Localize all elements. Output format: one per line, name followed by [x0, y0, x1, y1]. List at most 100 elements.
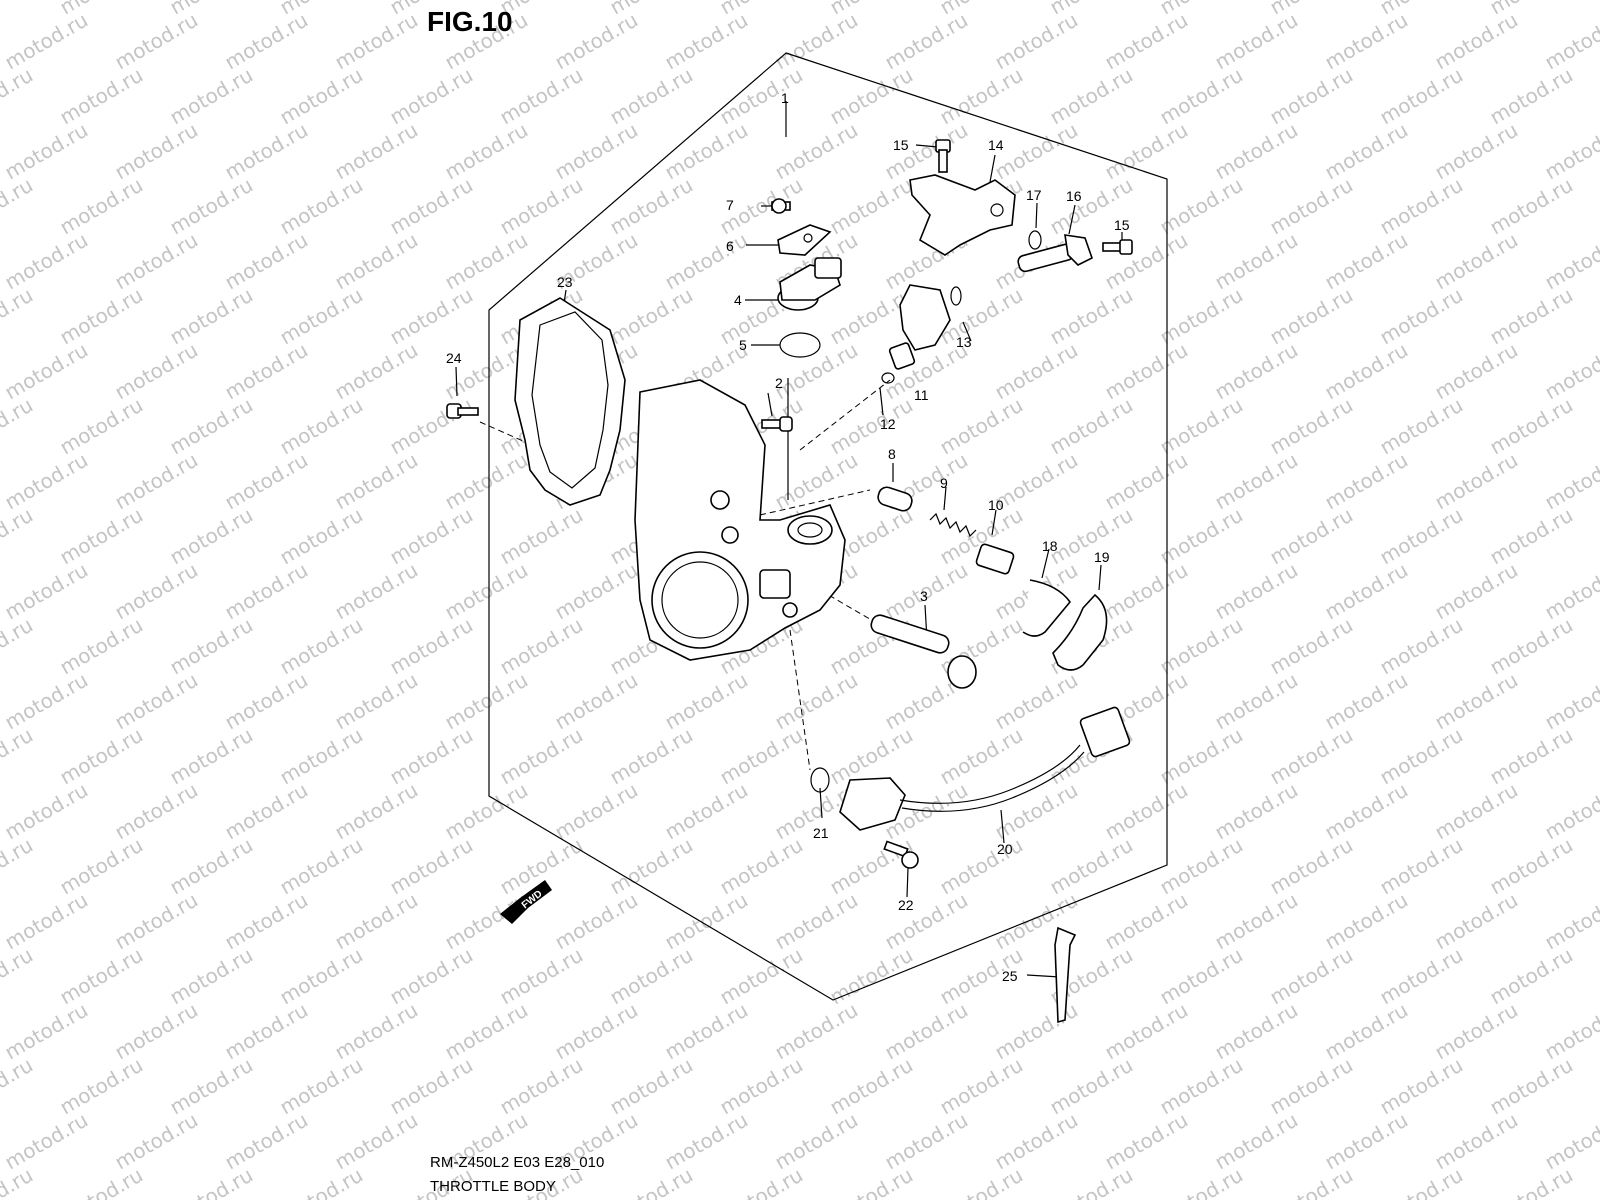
- watermark-text: motod.ru: [1321, 228, 1412, 295]
- watermark-text: motod.ru: [1266, 833, 1357, 900]
- watermark-text: motod.ru: [1266, 613, 1357, 680]
- watermark-text: motod.ru: [496, 63, 587, 130]
- watermark-text: motod.ru: [1376, 723, 1467, 790]
- watermark-text: motod.ru: [166, 723, 257, 790]
- watermark-text: motod.ru: [166, 833, 257, 900]
- watermark-text: motod.ru: [551, 778, 642, 845]
- watermark-text: motod.ru: [826, 393, 917, 460]
- watermark-text: motod.ru: [1211, 888, 1302, 955]
- watermark-text: motod.ru: [1541, 668, 1600, 735]
- callout-5: 5: [739, 337, 747, 353]
- part-11-injector: [888, 284, 951, 370]
- watermark-text: motod.ru: [1156, 1053, 1247, 1120]
- watermark-text: motod.ru: [1101, 1108, 1192, 1175]
- part-17-o-ring: [1028, 230, 1042, 250]
- watermark-text: motod.ru: [276, 63, 367, 130]
- watermark-text: motod.ru: [1266, 63, 1357, 130]
- watermark-text: motod.ru: [1266, 503, 1357, 570]
- watermark-text: motod.ru: [1596, 0, 1600, 19]
- part-4-sensor: [777, 257, 842, 311]
- part-2-screw: [761, 416, 793, 432]
- part-5-o-ring: [779, 332, 821, 358]
- watermark-text: motod.ru: [1541, 8, 1600, 75]
- watermark-text: motod.ru: [826, 63, 917, 130]
- watermark-text: motod.ru: [111, 888, 202, 955]
- watermark-text: motod.ru: [1156, 833, 1247, 900]
- watermark-text: motod.ru: [771, 8, 862, 75]
- watermark-text: motod.ru: [771, 118, 862, 185]
- assembly-boundary: [488, 52, 1168, 1001]
- watermark-text: motod.ru: [1211, 558, 1302, 625]
- watermark-text: motod.ru: [1376, 1053, 1467, 1120]
- watermark-text: motod.ru: [111, 558, 202, 625]
- watermark-text: motod.ru: [1156, 173, 1247, 240]
- watermark-text: motod.ru: [991, 668, 1082, 735]
- callout-21: 21: [813, 825, 829, 841]
- part-7-screw: [771, 198, 791, 214]
- model-code: RM-Z450L2 E03 E28_010: [430, 1154, 604, 1171]
- watermark-text: motod.ru: [331, 8, 422, 75]
- watermark-text: motod.ru: [386, 283, 477, 350]
- watermark-text: motod.ru: [1541, 1108, 1600, 1175]
- watermark-text: motod.ru: [1321, 888, 1412, 955]
- watermark-text: motod.ru: [1, 8, 92, 75]
- watermark-text: motod.ru: [1321, 8, 1412, 75]
- callout-22: 22: [898, 897, 914, 913]
- part-19-elbow-hose: [1052, 593, 1108, 671]
- watermark-text: motod.ru: [221, 228, 312, 295]
- watermark-text: motod.ru: [1596, 503, 1600, 570]
- watermark-text: motod.ru: [1211, 8, 1302, 75]
- watermark-text: motod.ru: [1101, 558, 1192, 625]
- watermark-text: motod.ru: [991, 118, 1082, 185]
- watermark-text: motod.ru: [1211, 338, 1302, 405]
- watermark-text: motod.ru: [496, 503, 587, 570]
- watermark-text: motod.ru: [881, 998, 972, 1065]
- watermark-text: motod.ru: [881, 8, 972, 75]
- watermark-text: motod.ru: [1, 118, 92, 185]
- watermark-text: motod.ru: [1, 558, 92, 625]
- callout-20: 20: [997, 841, 1013, 857]
- watermark-text: motod.ru: [276, 943, 367, 1010]
- watermark-text: motod.ru: [441, 888, 532, 955]
- watermark-text: motod.ru: [826, 833, 917, 900]
- watermark-text: motod.ru: [0, 63, 37, 130]
- watermark-text: motod.ru: [991, 1108, 1082, 1175]
- watermark-text: motod.ru: [1431, 228, 1522, 295]
- callout-15-upper: 15: [893, 137, 909, 153]
- watermark-text: motod.ru: [56, 723, 147, 790]
- watermark-text: motod.ru: [1431, 338, 1522, 405]
- watermark-text: motod.ru: [166, 1053, 257, 1120]
- part-8-plunger: [877, 486, 913, 512]
- watermark-text: motod.ru: [1101, 448, 1192, 515]
- watermark-text: motod.ru: [936, 1163, 1027, 1200]
- watermark-text: motod.ru: [386, 173, 477, 240]
- watermark-text: motod.ru: [936, 1053, 1027, 1120]
- watermark-text: motod.ru: [1, 778, 92, 845]
- watermark-text: motod.ru: [1156, 283, 1247, 350]
- callout-12: 12: [880, 416, 896, 432]
- watermark-text: motod.ru: [1321, 558, 1412, 625]
- callout-16: 16: [1066, 188, 1082, 204]
- watermark-text: motod.ru: [386, 833, 477, 900]
- watermark-text: motod.ru: [0, 0, 37, 19]
- watermark-text: motod.ru: [606, 833, 697, 900]
- watermark-text: motod.ru: [441, 998, 532, 1065]
- watermark-text: motod.ru: [56, 63, 147, 130]
- watermark-text: motod.ru: [1376, 1163, 1467, 1200]
- callout-11: 11: [914, 387, 929, 403]
- watermark-text: motod.ru: [331, 888, 422, 955]
- watermark-text: motod.ru: [0, 1053, 37, 1120]
- watermark-text: motod.ru: [771, 338, 862, 405]
- watermark-text: motod.ru: [331, 338, 422, 405]
- watermark-text: motod.ru: [1, 448, 92, 515]
- watermark-text: motod.ru: [1541, 118, 1600, 185]
- watermark-text: motod.ru: [936, 63, 1027, 130]
- watermark-text: motod.ru: [1156, 1163, 1247, 1200]
- watermark-text: motod.ru: [111, 118, 202, 185]
- watermark-text: motod.ru: [1, 998, 92, 1065]
- watermark-text: motod.ru: [111, 668, 202, 735]
- watermark-text: motod.ru: [1211, 778, 1302, 845]
- watermark-text: motod.ru: [1101, 888, 1192, 955]
- watermark-text: motod.ru: [386, 943, 477, 1010]
- watermark-text: motod.ru: [1321, 998, 1412, 1065]
